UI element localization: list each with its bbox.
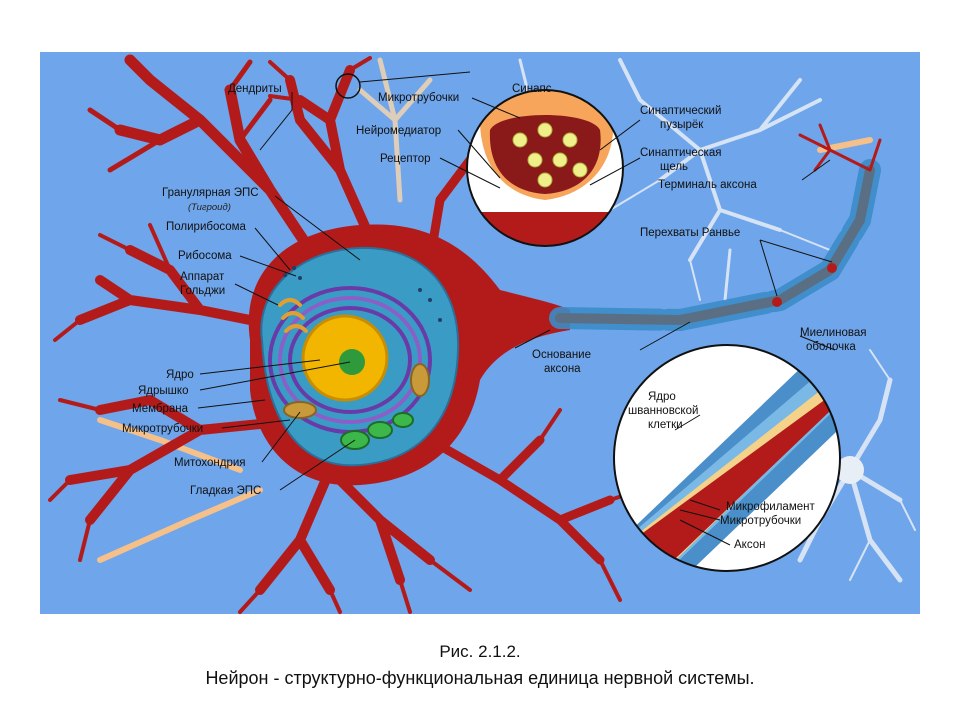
label-myelin-2: оболочка xyxy=(806,341,856,353)
axon-inset xyxy=(613,344,841,572)
label-ranvier: Перехваты Ранвье xyxy=(640,227,740,239)
label-neurotransmitter: Нейромедиатор xyxy=(356,125,441,137)
label-ribosome: Рибосома xyxy=(178,250,232,262)
label-receptor: Рецептор xyxy=(380,153,431,165)
label-membrane: Мембрана xyxy=(132,403,189,415)
golgi-apparatus xyxy=(278,298,308,333)
figure-caption-text: Нейрон - структурно-функциональная едини… xyxy=(205,668,755,688)
label-nucleolus: Ядрышко xyxy=(138,385,188,397)
background-neurons xyxy=(357,57,916,583)
label-nucleus: Ядро xyxy=(166,369,194,381)
synapse-inset xyxy=(466,89,624,247)
label-golgi-1: Аппарат xyxy=(180,271,225,283)
label-dendrites: Дендриты xyxy=(228,83,282,95)
label-axon-hillock-1: Основание xyxy=(532,349,591,361)
label-schwann-3: клетки xyxy=(648,419,683,431)
label-rough-er-note: (Тигроид) xyxy=(188,202,231,213)
background-neuron-soma xyxy=(836,456,864,484)
label-mitochondrion: Митохондрия xyxy=(174,457,246,469)
label-microtubules-axon: Микротрубочки xyxy=(720,515,801,527)
axon-shaft xyxy=(549,159,881,332)
label-synapse: Синапс xyxy=(512,83,552,95)
label-schwann-1: Ядро xyxy=(648,391,676,403)
label-microtubules-synapse: Микротрубочки xyxy=(378,92,459,104)
mitochondrion-shape xyxy=(283,401,317,419)
label-vesicle-1: Синаптический xyxy=(640,105,721,117)
label-axon-hillock-2: аксона xyxy=(544,363,581,375)
label-cleft-1: Синаптическая xyxy=(640,147,721,159)
synapse-zoom-marker xyxy=(335,73,361,99)
nucleolus xyxy=(339,349,365,375)
figure-number: Рис. 2.1.2. xyxy=(439,642,521,661)
figure-caption: Рис. 2.1.2. Нейрон - структурно-функцион… xyxy=(0,640,960,692)
label-myelin-1: Миелиновая xyxy=(800,327,867,339)
label-microtubules-left: Микротрубочки xyxy=(122,423,203,435)
label-schwann-2: шванновской xyxy=(628,405,698,417)
axon-terminal xyxy=(798,123,882,172)
mitochondrion-shape-2 xyxy=(410,363,430,397)
label-vesicle-2: пузырёк xyxy=(660,119,704,131)
label-rough-er: Гранулярная ЭПС xyxy=(162,187,259,199)
label-golgi-2: Гольджи xyxy=(180,285,225,297)
ranvier-node-2 xyxy=(827,263,837,273)
label-cleft-2: щель xyxy=(660,161,688,173)
label-polyribosome: Полирибосома xyxy=(166,221,247,233)
leader-lines xyxy=(197,92,833,546)
synaptic-vesicles xyxy=(512,122,588,188)
label-axon: Аксон xyxy=(734,539,765,551)
label-axon-terminal: Терминаль аксона xyxy=(658,179,757,191)
ribosomes xyxy=(283,266,442,322)
label-microfilament: Микрофиламент xyxy=(726,501,815,513)
ranvier-node xyxy=(772,297,782,307)
label-smooth-er: Гладкая ЭПС xyxy=(190,485,261,497)
